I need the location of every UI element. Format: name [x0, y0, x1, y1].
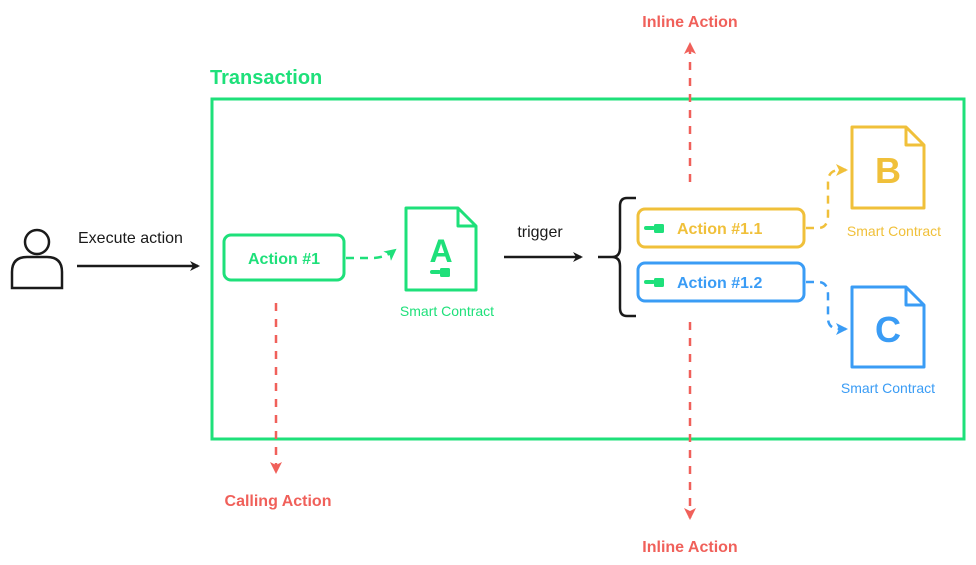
action1-node[interactable]: Action #1	[222, 233, 346, 282]
contract-c[interactable]: C	[850, 285, 926, 369]
contract-b[interactable]: B	[850, 125, 926, 210]
contract-a[interactable]: A	[404, 206, 478, 292]
action12-to-contract-c-arrow	[806, 280, 848, 335]
transaction-frame	[210, 97, 966, 441]
action12-node[interactable]: Action #1.2	[636, 261, 806, 303]
contract-b-letter: B	[875, 150, 901, 191]
contract-a-caption: Smart Contract	[400, 303, 494, 319]
user-icon	[10, 228, 64, 290]
action1-to-contract-a-arrow	[346, 248, 397, 261]
document-icon	[850, 285, 926, 369]
contract-c-caption: Smart Contract	[841, 380, 935, 396]
transaction-title: Transaction	[210, 67, 322, 89]
execute-action-label: Execute action	[78, 230, 183, 247]
document-icon	[850, 125, 926, 210]
contract-b-caption: Smart Contract	[847, 223, 941, 239]
action11-node[interactable]: Action #1.1	[636, 207, 806, 249]
inline-action-bottom-label: Inline Action	[642, 539, 737, 556]
action11-to-contract-b-arrow	[806, 164, 848, 230]
brace	[598, 196, 636, 318]
contract-c-letter: C	[875, 309, 901, 350]
trigger-label: trigger	[517, 224, 563, 241]
calling-action-label: Calling Action	[225, 493, 332, 510]
inline-action-top-label: Inline Action	[642, 14, 737, 31]
document-icon	[404, 206, 478, 292]
action11-label: Action #1.1	[677, 221, 762, 238]
contract-a-letter: A	[429, 233, 452, 269]
action1-label: Action #1	[248, 251, 320, 268]
action12-label: Action #1.2	[677, 275, 762, 292]
